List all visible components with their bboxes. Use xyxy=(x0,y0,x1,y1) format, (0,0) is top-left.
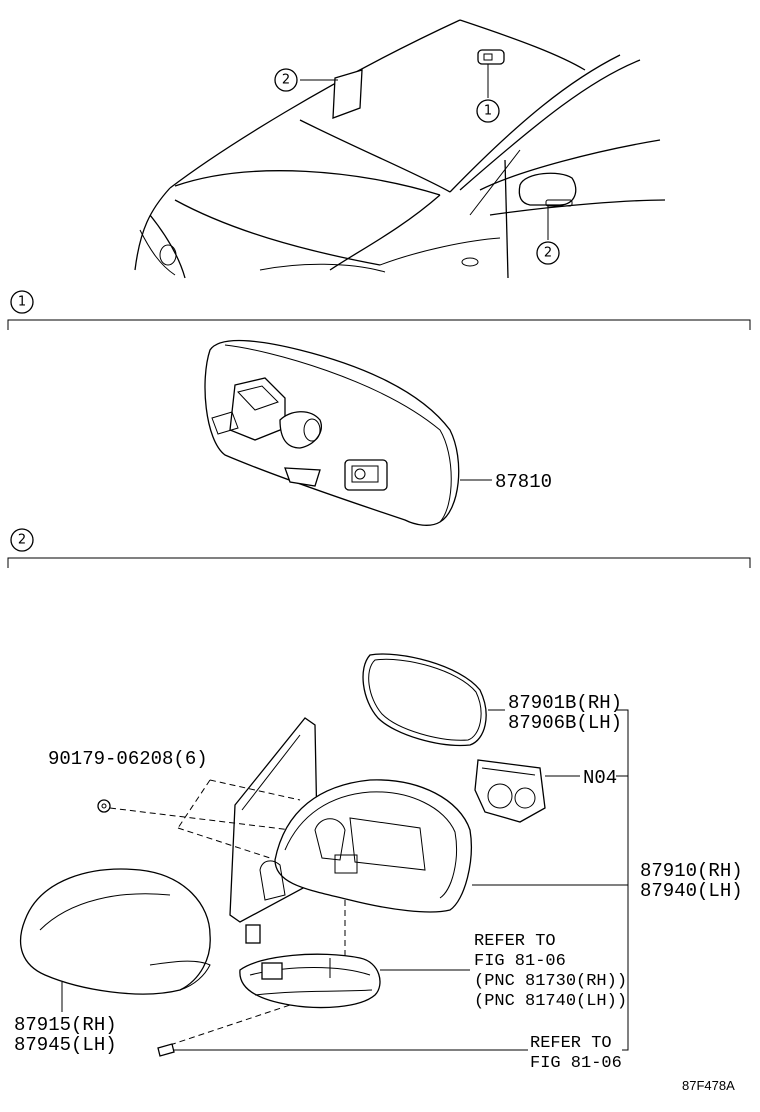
part-87906b-label: 87906B(LH) xyxy=(508,712,622,734)
ref-lamp-line4: (PNC 81740(LH)) xyxy=(474,992,627,1011)
callout-car-a: 2 xyxy=(282,73,290,88)
section-2-header: 2 xyxy=(7,528,751,568)
part-n04-label: N04 xyxy=(583,767,617,789)
part-90179-label: 90179-06208(6) xyxy=(48,748,208,770)
outer-mirror-exploded xyxy=(19,653,629,1057)
ref-lamp-line3: (PNC 81730(RH)) xyxy=(474,972,627,991)
part-87940-label: 87940(LH) xyxy=(640,880,743,902)
part-87945-label: 87945(LH) xyxy=(14,1034,117,1056)
part-87910-label: 87910(RH) xyxy=(640,860,743,882)
part-87901b-label: 87901B(RH) xyxy=(508,692,622,714)
section-1-header: 1 xyxy=(7,290,751,330)
ref-lamp-line2: FIG 81-06 xyxy=(474,952,566,971)
callout-car-b: 1 xyxy=(484,104,492,119)
section-2-callout: 2 xyxy=(18,533,26,548)
ref-screw-line1: REFER TO xyxy=(530,1034,612,1053)
ref-screw-line2: FIG 81-06 xyxy=(530,1054,622,1073)
inner-rear-view-mirror: 87810 xyxy=(204,339,552,526)
part-87810-label: 87810 xyxy=(495,471,552,493)
section-1-callout: 1 xyxy=(18,295,26,310)
callout-car-c: 2 xyxy=(544,246,552,261)
diagram-code: 87F478A xyxy=(682,1078,735,1093)
car-overview: 2 1 2 xyxy=(134,19,666,279)
part-87915-label: 87915(RH) xyxy=(14,1014,117,1036)
ref-lamp-line1: REFER TO xyxy=(474,932,556,951)
